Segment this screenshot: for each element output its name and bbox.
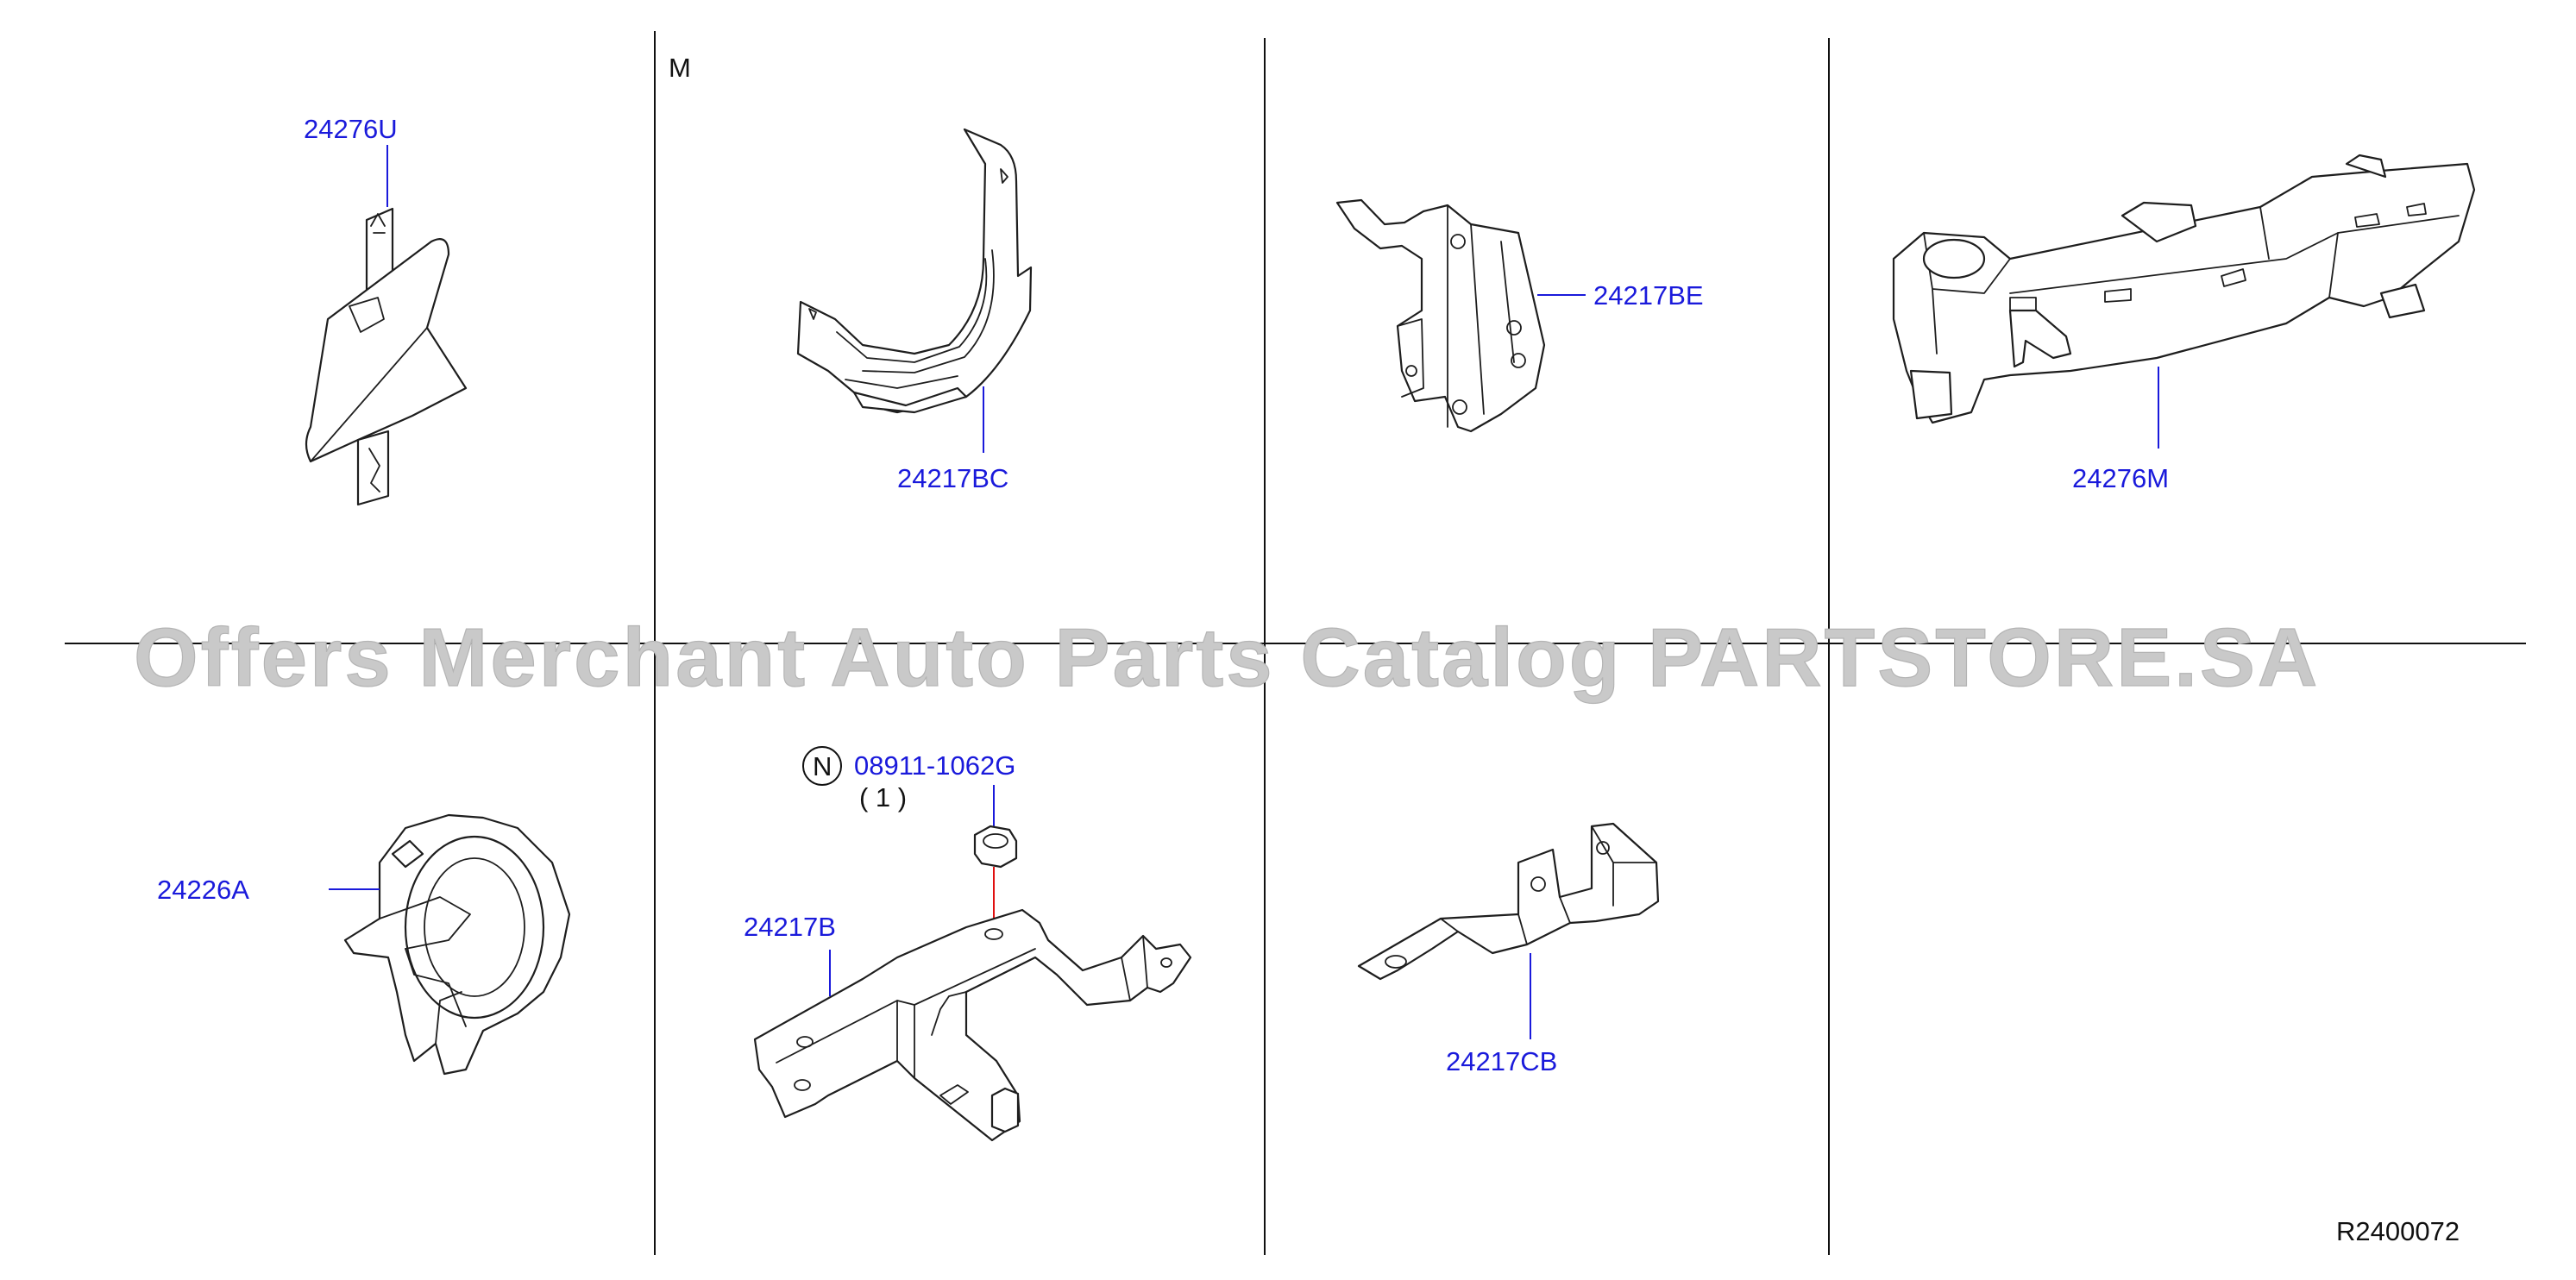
part-qty-08911-1062G: ( 1 ) — [859, 782, 907, 813]
part-label-24226A[interactable]: 24226A — [157, 875, 249, 905]
part-label-24217B[interactable]: 24217B — [744, 912, 836, 942]
part-24226A-drawing[interactable]: 24226A — [157, 813, 571, 1076]
part-24217CB-drawing[interactable]: 24217CB — [1357, 822, 1660, 1076]
part-label-24217BC[interactable]: 24217BC — [897, 463, 1008, 493]
part-24276M-drawing[interactable]: 24276M — [1892, 154, 2476, 493]
part-label-24276M[interactable]: 24276M — [2072, 463, 2169, 493]
part-label-24276U[interactable]: 24276U — [304, 114, 398, 144]
part-label-24217BE[interactable]: 24217BE — [1593, 280, 1704, 311]
watermark-text: Offers Merchant Auto Parts Catalog PARTS… — [134, 612, 2320, 704]
part-08911-1062G-drawing[interactable]: N 08911-1062G ( 1 ) — [802, 746, 1018, 927]
part-24217BE-drawing[interactable]: 24217BE — [1335, 198, 1704, 433]
part-24217B-drawing[interactable]: 24217B — [744, 908, 1192, 1142]
nut-symbol-circle — [802, 746, 842, 786]
nut-symbol-letter: N — [813, 751, 832, 781]
section-letter: M — [669, 53, 691, 83]
part-24276U-drawing[interactable]: 24276U — [304, 114, 468, 506]
part-label-24217CB[interactable]: 24217CB — [1446, 1046, 1557, 1076]
part-24217BC-drawing[interactable]: 24217BC — [796, 128, 1033, 493]
part-label-08911-1062G[interactable]: 08911-1062G — [854, 750, 1015, 781]
diagram-ref-code: R2400072 — [2336, 1216, 2460, 1246]
